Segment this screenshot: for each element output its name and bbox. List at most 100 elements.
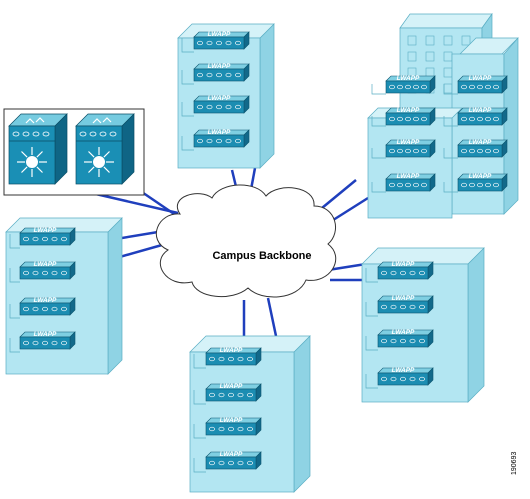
ap-port-icon — [400, 338, 406, 344]
ap-port-icon — [405, 116, 411, 122]
access-point: LWAPP — [457, 173, 508, 192]
ap-port-icon — [61, 270, 67, 276]
switch-arrow-icon — [88, 151, 95, 158]
ap-port-icon — [400, 304, 406, 310]
building-side — [467, 247, 485, 403]
ap-port-icon — [419, 270, 425, 276]
ap-label: LWAPP — [397, 75, 420, 82]
layer3-switch-left — [8, 113, 68, 185]
cloud-shape — [155, 184, 337, 298]
ap-port-icon — [413, 148, 419, 154]
network-link — [329, 196, 369, 224]
ap-port-icon — [61, 340, 67, 346]
access-point: LWAPP — [377, 367, 434, 386]
ap-port-icon — [197, 138, 203, 144]
access-point: LWAPP — [205, 417, 262, 436]
ap-label: LWAPP — [220, 417, 243, 424]
ap-label: LWAPP — [469, 173, 492, 180]
ap-port-icon — [400, 270, 406, 276]
access-point: LWAPP — [19, 297, 76, 316]
ap-front — [193, 68, 245, 82]
switch-port-icon — [12, 131, 20, 137]
ap-label: LWAPP — [34, 261, 57, 268]
switch-pair — [3, 108, 145, 196]
ap-port-icon — [405, 182, 411, 188]
ap-port-icon — [493, 84, 499, 90]
ap-port-icon — [247, 426, 253, 432]
ap-port-icon — [228, 426, 234, 432]
ap-port-icon — [206, 40, 213, 46]
ap-label: LWAPP — [397, 107, 420, 114]
ap-port-icon — [23, 270, 29, 276]
ap-port-icon — [228, 356, 234, 362]
ap-front — [205, 388, 257, 402]
ap-front — [205, 422, 257, 436]
building-floor-line — [193, 354, 206, 369]
building-floor-line — [365, 302, 378, 317]
ap-port-icon — [42, 270, 48, 276]
ap-label: LWAPP — [469, 107, 492, 114]
ap-port-icon — [209, 392, 215, 398]
ap-front — [205, 352, 257, 366]
ap-label: LWAPP — [392, 367, 415, 374]
ap-port-icon — [397, 182, 403, 188]
ap-port-icon — [206, 72, 213, 78]
ap-port-icon — [390, 270, 397, 276]
access-point: LWAPP — [205, 451, 262, 470]
building-floor-line — [371, 84, 386, 95]
ap-port-icon — [216, 104, 222, 110]
switch-port-icon — [109, 131, 117, 137]
ap-port-icon — [469, 116, 475, 122]
ap-port-icon — [409, 304, 416, 310]
switch-side — [54, 113, 68, 185]
ap-port-icon — [389, 116, 395, 122]
ap-port-icon — [206, 104, 213, 110]
ap-port-icon — [413, 116, 419, 122]
ap-port-icon — [247, 356, 253, 362]
ap-port-icon — [397, 116, 403, 122]
building-floor-line — [371, 182, 386, 193]
tower-roof — [399, 13, 493, 29]
building-floor-line — [365, 336, 378, 351]
ap-port-icon — [235, 138, 241, 144]
building-floor-line — [193, 458, 206, 473]
building-floor-line — [181, 70, 194, 85]
ap-port-icon — [42, 340, 48, 346]
switch-port-icon — [42, 131, 50, 137]
ap-port-icon — [61, 236, 67, 242]
ap-label: LWAPP — [397, 173, 420, 180]
building-side — [107, 217, 123, 375]
ap-port-icon — [405, 148, 411, 154]
ap-port-icon — [23, 340, 29, 346]
ap-port-icon — [51, 236, 58, 242]
ap-port-icon — [381, 376, 387, 382]
ap-port-icon — [235, 40, 241, 46]
network-link — [327, 262, 367, 272]
ap-port-icon — [477, 116, 483, 122]
ap-port-icon — [485, 148, 491, 154]
ap-port-icon — [419, 304, 425, 310]
building-floor-line — [365, 268, 378, 283]
ap-port-icon — [390, 338, 397, 344]
ap-label: LWAPP — [220, 383, 243, 390]
ap-port-icon — [485, 182, 491, 188]
building-floor-line — [9, 304, 20, 319]
switch-arrow-icon — [88, 166, 95, 173]
ap-front — [193, 100, 245, 114]
access-point: LWAPP — [193, 63, 250, 82]
access-point: LWAPP — [385, 107, 436, 126]
building-roof — [361, 247, 485, 265]
ap-front — [19, 266, 71, 280]
low-front — [367, 117, 453, 219]
ap-port-icon — [32, 270, 39, 276]
ap-port-icon — [51, 340, 58, 346]
access-point: LWAPP — [193, 31, 250, 50]
switch-hub-icon — [93, 156, 105, 168]
ap-port-icon — [390, 376, 397, 382]
ap-port-icon — [421, 148, 427, 154]
ap-port-icon — [419, 376, 425, 382]
ap-port-icon — [216, 138, 222, 144]
ap-label: LWAPP — [208, 95, 231, 102]
ap-port-icon — [413, 182, 419, 188]
